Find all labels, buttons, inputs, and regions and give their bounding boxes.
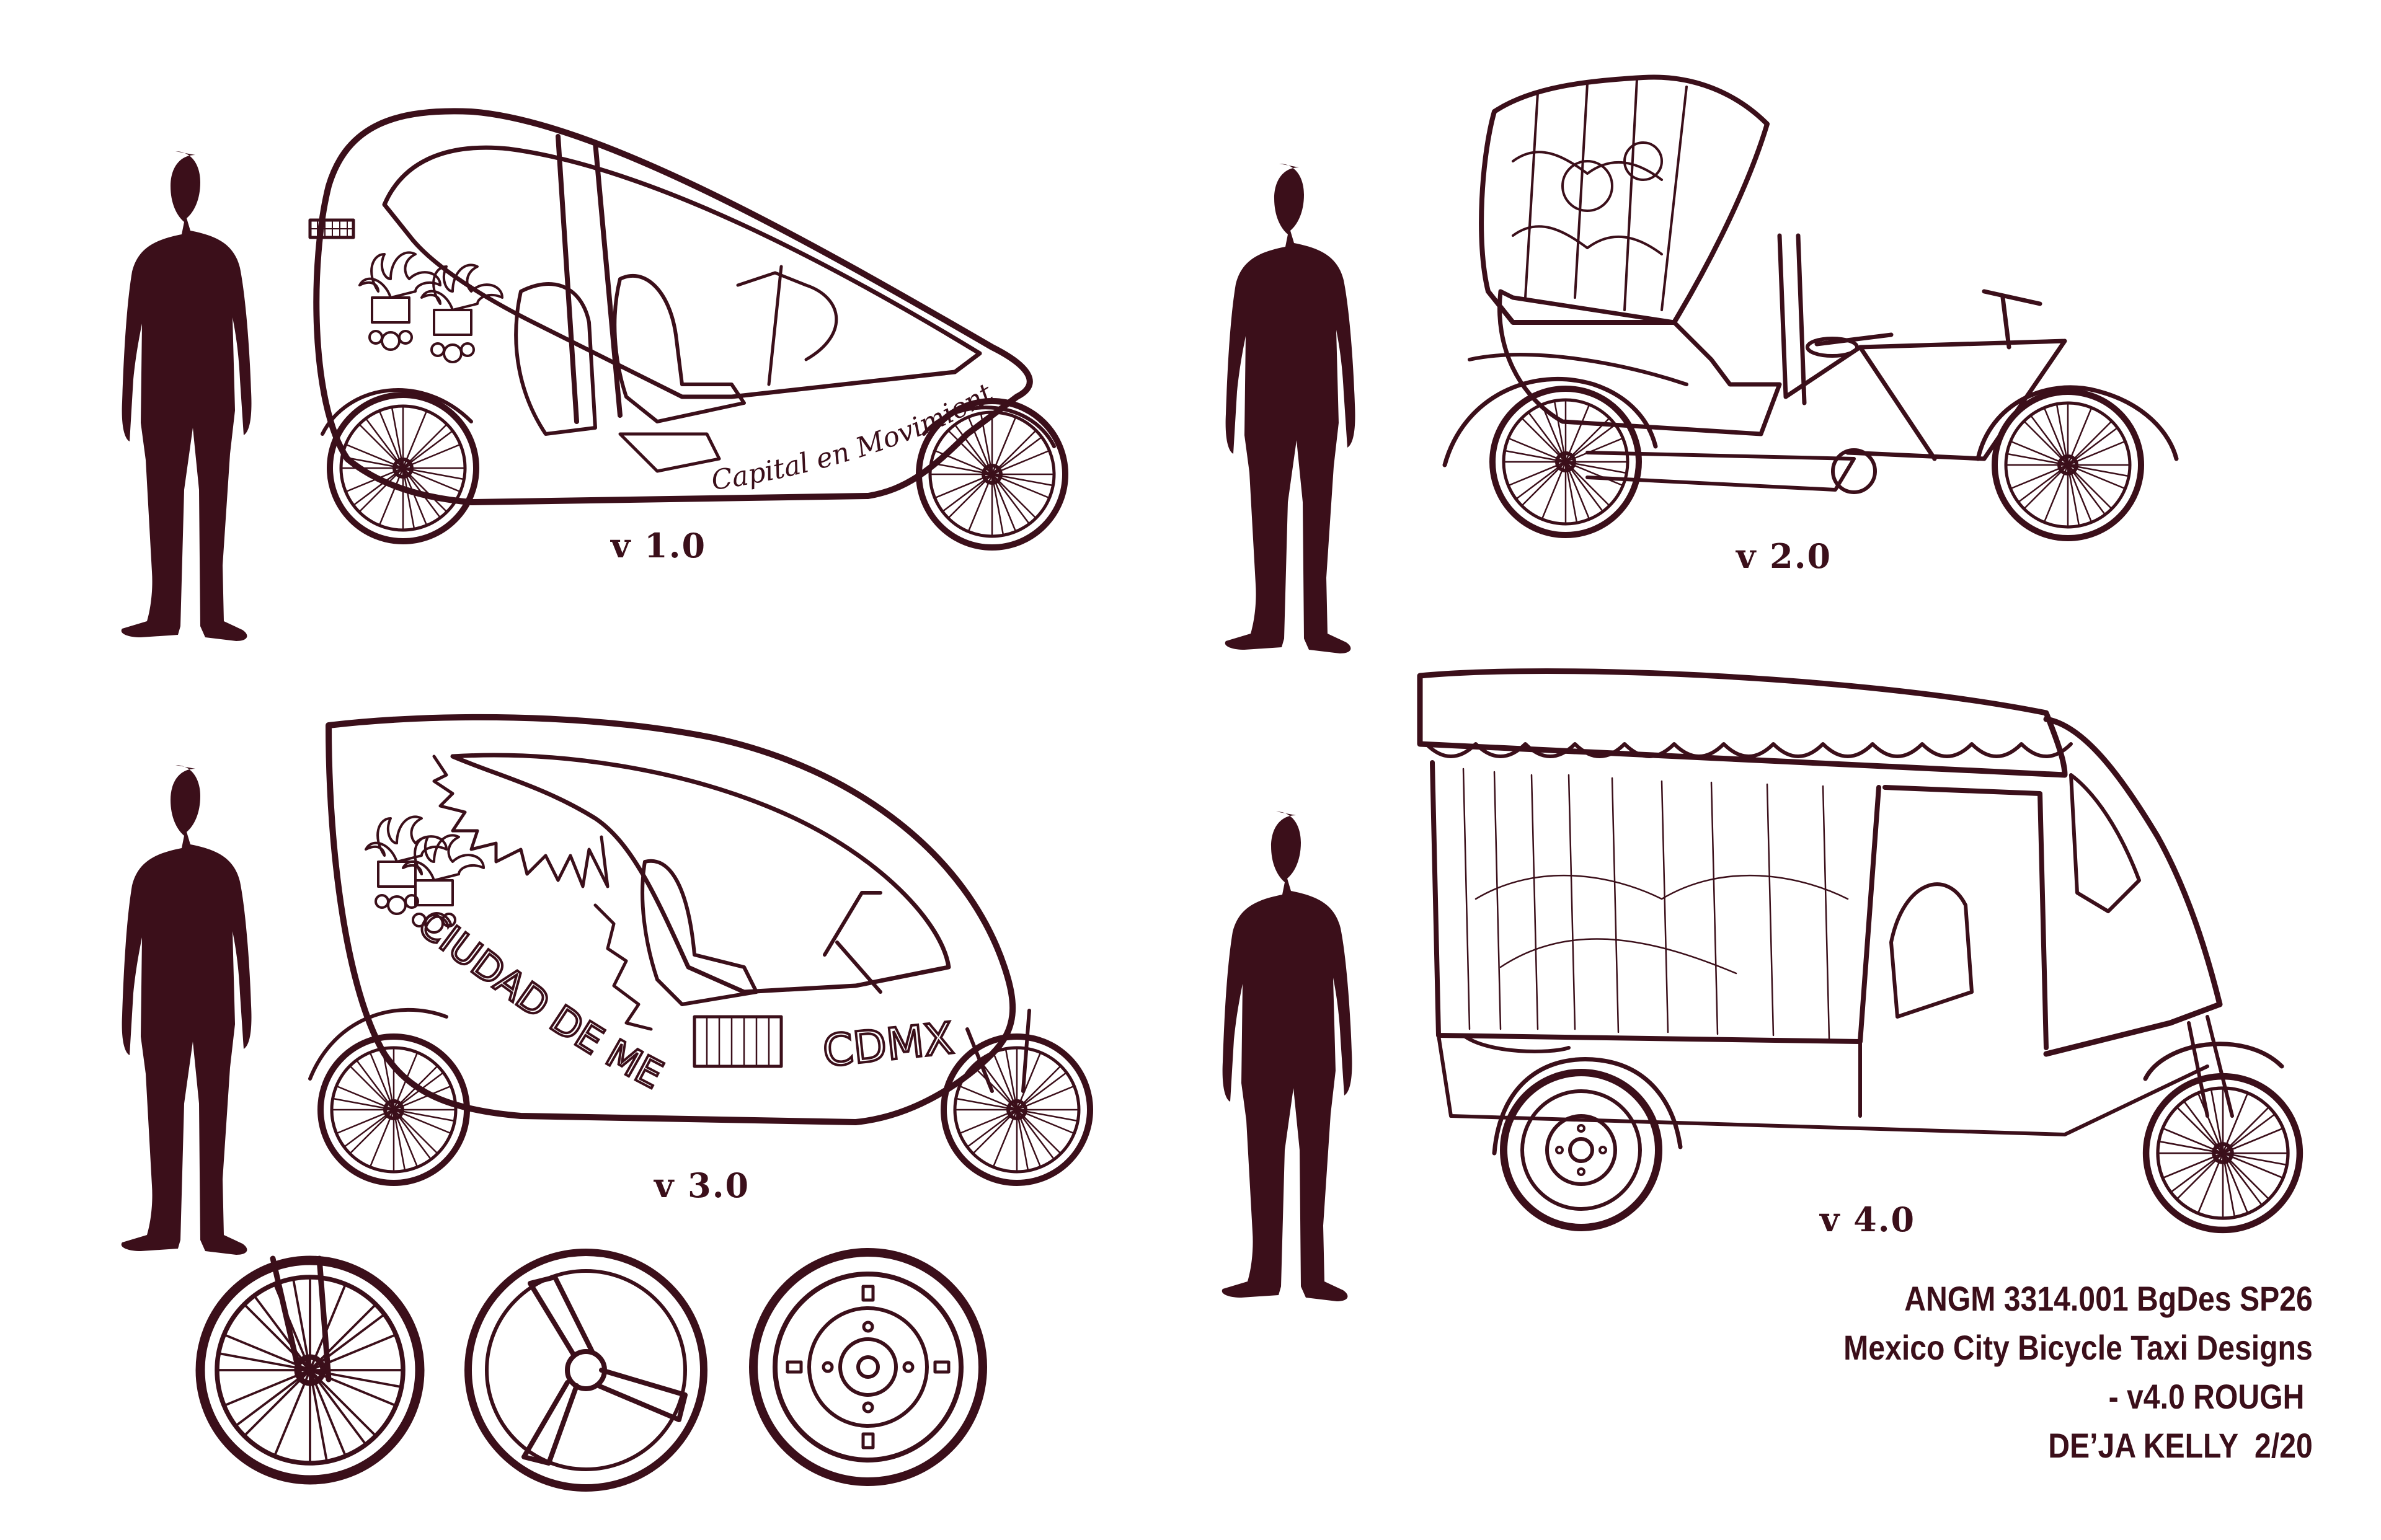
- wheel-study-tri-spoke: [464, 1249, 707, 1492]
- vehicle-v2: [1442, 74, 2179, 538]
- wheel-icon: [1995, 392, 2141, 538]
- credits-author-date: DE’JA KELLY 2/20: [2048, 1426, 2313, 1465]
- human-silhouette-icon: [1225, 164, 1355, 653]
- credits-project: Mexico City Bicycle Taxi Designs: [1843, 1328, 2313, 1367]
- human-silhouette-icon: [121, 151, 252, 641]
- credits-stage: - v4.0 ROUGH: [2108, 1377, 2313, 1416]
- vehicle-v3-decal-tag: CDMX: [820, 1012, 956, 1077]
- human-silhouette-icon: [121, 765, 252, 1255]
- wheel-icon: [2146, 1076, 2300, 1230]
- fan-canopy-icon: [1479, 74, 1770, 325]
- wheel-icon: [330, 395, 476, 541]
- version-label-v1: v 1.0: [611, 526, 707, 565]
- human-silhouette-icon: [1222, 812, 1352, 1301]
- wheel-icon: [1492, 389, 1639, 535]
- version-label-v3: v 3.0: [654, 1166, 750, 1205]
- credits-block: ANGM 3314.001 BgDes SP26 Mexico City Bic…: [1843, 1274, 2313, 1470]
- wheel-icon: [321, 1037, 467, 1183]
- credits-course: ANGM 3314.001 BgDes SP26: [1904, 1279, 2313, 1318]
- version-label-v4: v 4.0: [1820, 1200, 1916, 1239]
- wheel-study-spoke: [200, 1255, 420, 1480]
- vehicle-v4: [1417, 668, 2300, 1231]
- wheel-icon: [919, 401, 1065, 547]
- wheel-icon: [200, 1260, 420, 1480]
- flower-emblem-icon: [358, 251, 441, 351]
- wheel-icon: [944, 1037, 1090, 1183]
- wheel-study-hub: [749, 1248, 987, 1486]
- wheel-studies: [200, 1248, 987, 1492]
- wheel-icon: [1500, 1069, 1662, 1231]
- version-label-v2: v 2.0: [1736, 536, 1832, 576]
